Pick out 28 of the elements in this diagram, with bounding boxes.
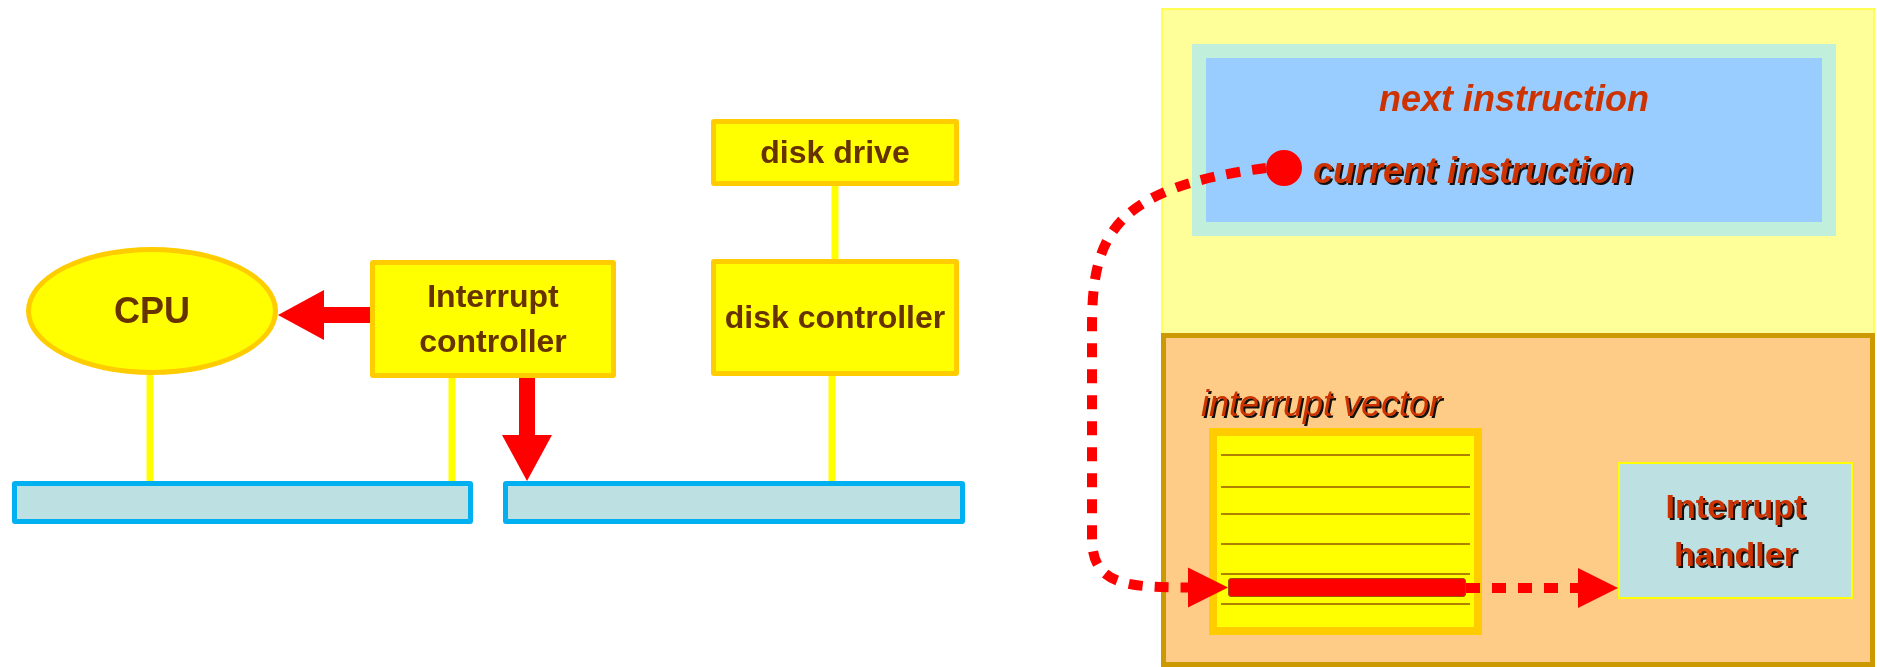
connector-line bbox=[448, 378, 456, 481]
cpu-label: CPU bbox=[114, 288, 190, 333]
memory-line-label: next instruction bbox=[1378, 77, 1650, 121]
connector-line bbox=[828, 376, 836, 481]
connector-line bbox=[831, 186, 839, 259]
box-label: disk drive bbox=[760, 133, 910, 173]
arrow bbox=[502, 378, 552, 481]
device-box bbox=[711, 119, 959, 186]
controller-box bbox=[711, 259, 959, 376]
instruction-box bbox=[1192, 44, 1836, 236]
bus-bar bbox=[12, 481, 473, 524]
connector-line bbox=[146, 375, 154, 481]
table-entry-bar bbox=[1228, 578, 1466, 597]
dotted-arrow bbox=[1466, 568, 1618, 608]
controller-box bbox=[370, 260, 616, 378]
bus-bar bbox=[503, 481, 965, 524]
arrow bbox=[278, 290, 370, 340]
memory-line-label: current instruction bbox=[1313, 149, 1634, 193]
memory-panel bbox=[1161, 8, 1875, 667]
handler-box bbox=[1618, 462, 1853, 599]
memory-region-panel bbox=[1161, 333, 1875, 667]
box-label: Interrupt controller bbox=[418, 277, 568, 361]
dot-marker bbox=[1266, 150, 1302, 186]
section-heading: interrupt vector bbox=[1201, 382, 1442, 426]
vector-table bbox=[1209, 428, 1482, 635]
box-label: disk controller bbox=[724, 298, 946, 338]
dotted-arrow bbox=[1087, 163, 1267, 608]
handler-label: Interrupt handler bbox=[1664, 485, 1807, 575]
